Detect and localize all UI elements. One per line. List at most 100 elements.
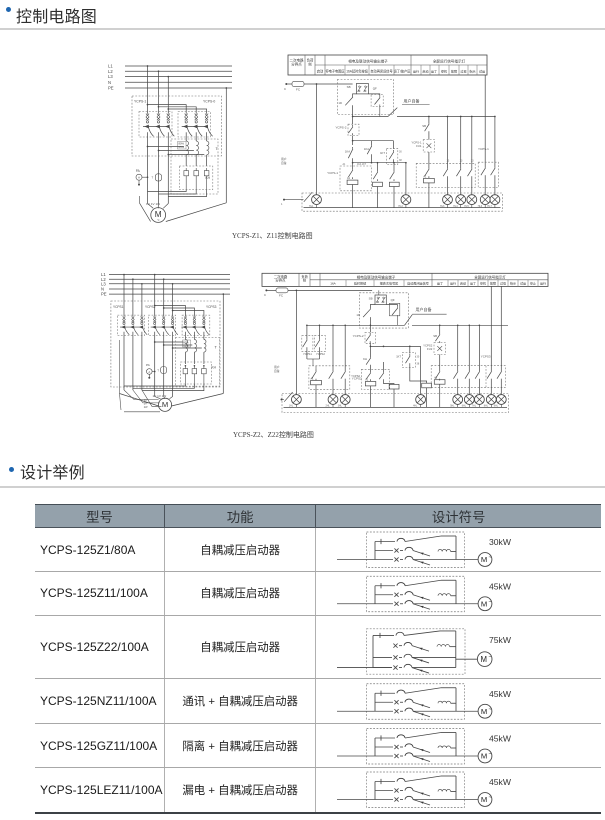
svg-text:1: 1: [281, 202, 283, 206]
svg-text:HL7: HL7: [487, 205, 492, 208]
svg-text:FC: FC: [279, 293, 284, 297]
svg-text:45kW: 45kW: [489, 689, 512, 699]
svg-text:PE: PE: [108, 86, 114, 91]
svg-text:运丁: 运丁: [470, 281, 476, 286]
svg-text:~: ~: [157, 218, 160, 223]
svg-text:A: A: [138, 176, 140, 180]
svg-text:M: M: [481, 707, 487, 716]
svg-text:9HL: 9HL: [494, 406, 499, 408]
svg-text:23: 23: [460, 160, 463, 163]
svg-text:45kW: 45kW: [489, 777, 512, 787]
svg-text:运丁: 运丁: [437, 281, 443, 286]
svg-text:HL2: HL2: [398, 205, 403, 208]
svg-text:延时按钮: 延时按钮: [354, 281, 366, 286]
svg-text:停机: 停机: [441, 68, 448, 73]
svg-text:SB: SB: [433, 334, 437, 338]
svg-text:2HL: 2HL: [326, 406, 331, 408]
svg-text:T: T: [152, 176, 154, 180]
svg-text:1KT: 1KT: [396, 355, 401, 359]
svg-text:试运: 试运: [479, 68, 485, 73]
svg-text:故障: 故障: [451, 68, 457, 73]
svg-text:指示: 指示: [469, 68, 475, 73]
svg-text:停机: 停机: [480, 281, 486, 286]
svg-text:A1: A1: [311, 377, 315, 380]
svg-text:YCPS2: YCPS2: [351, 374, 360, 378]
svg-text:负荷: 负荷: [301, 274, 308, 279]
svg-text:SB: SB: [422, 124, 426, 128]
svg-text:相电及联动信号输出端子: 相电及联动信号输出端子: [348, 59, 388, 64]
svg-text:启动: 启动: [422, 68, 428, 73]
svg-text:A1: A1: [343, 163, 347, 166]
svg-text:75kW: 75kW: [489, 635, 512, 645]
svg-text:6HL: 6HL: [462, 406, 467, 408]
svg-text:HL6: HL6: [478, 205, 483, 208]
svg-text:KH: KH: [363, 357, 367, 361]
svg-text:1U 1V 1W: 1U 1V 1W: [146, 202, 160, 206]
svg-text:HL4: HL4: [453, 205, 458, 208]
svg-text:自动再闭运信号: 自动再闭运信号: [370, 68, 392, 73]
svg-text:故障: 故障: [490, 281, 496, 286]
svg-text:YCPS3: YCPS3: [206, 305, 217, 309]
svg-text:T: T: [157, 368, 159, 372]
svg-text:运丁/故产区: 运丁/故产区: [394, 68, 412, 73]
svg-text:SB: SB: [369, 297, 373, 301]
svg-text:1HL: 1HL: [289, 406, 294, 408]
svg-text:N: N: [108, 80, 111, 85]
svg-text:报表次信号区: 报表次信号区: [380, 281, 399, 286]
svg-text:45kW: 45kW: [489, 733, 512, 743]
svg-text:L1: L1: [101, 272, 106, 277]
svg-text:2V: 2V: [144, 402, 147, 405]
svg-text:全屏运行信号指示灯: 全屏运行信号指示灯: [474, 274, 506, 279]
svg-text:38: 38: [399, 159, 402, 162]
svg-text:YCPS1: YCPS1: [113, 305, 124, 309]
svg-text:二次电路: 二次电路: [274, 274, 288, 279]
svg-text:YCPS-2: YCPS-2: [353, 334, 364, 338]
svg-text:QF: QF: [373, 87, 377, 91]
svg-text:~: ~: [489, 555, 492, 560]
svg-text:FU2: FU2: [427, 347, 433, 351]
svg-text:停电子电围区: 停电子电围区: [325, 68, 345, 73]
svg-text:N: N: [101, 287, 104, 292]
svg-text:YCPS-0: YCPS-0: [203, 100, 215, 104]
svg-text:HL1: HL1: [309, 205, 314, 208]
svg-text:16A: 16A: [330, 282, 336, 286]
svg-text:启动: 启动: [460, 281, 466, 286]
svg-text:~: ~: [489, 795, 492, 800]
svg-text:A1: A1: [347, 177, 351, 180]
svg-text:PE: PE: [101, 292, 107, 297]
svg-text:L2: L2: [108, 69, 113, 74]
svg-text:YCPS-1: YCPS-1: [478, 147, 489, 151]
svg-text:SB: SB: [347, 85, 351, 89]
svg-text:负荷: 负荷: [307, 57, 314, 62]
svg-text:M: M: [481, 751, 487, 760]
svg-text:用户自备: 用户自备: [416, 306, 432, 312]
svg-text:M: M: [481, 795, 487, 804]
svg-text:4HL: 4HL: [413, 406, 418, 408]
svg-text:T: T: [216, 147, 219, 151]
svg-text:YCPS2: YCPS2: [145, 305, 156, 309]
svg-text:M: M: [481, 599, 487, 608]
svg-text:KH: KH: [206, 176, 211, 180]
svg-text:1D: 1D: [356, 313, 360, 317]
svg-text:YCPS2: YCPS2: [352, 377, 362, 381]
svg-text:FU1: FU1: [416, 144, 422, 148]
svg-text:用户自备: 用户自备: [404, 97, 420, 103]
svg-text:L3: L3: [108, 74, 113, 79]
svg-text:过载: 过载: [500, 281, 506, 286]
svg-text:KH: KH: [212, 366, 217, 370]
svg-text:二次电路: 二次电路: [290, 57, 304, 62]
svg-text:13: 13: [447, 160, 450, 163]
svg-text:8HL: 8HL: [484, 406, 489, 408]
svg-text:YCPS-1: YCPS-1: [327, 171, 338, 175]
svg-text:16A延时负按钮: 16A延时负按钮: [346, 68, 368, 73]
svg-text:M: M: [481, 655, 488, 664]
svg-text:30: 30: [417, 356, 420, 359]
svg-text:80%: 80%: [179, 142, 185, 146]
svg-text:1U 1V 1W: 1U 1V 1W: [153, 394, 167, 398]
svg-text:侧: 侧: [308, 61, 312, 66]
svg-text:A: A: [148, 370, 150, 374]
svg-text:QF: QF: [391, 298, 395, 302]
svg-text:M: M: [155, 210, 162, 219]
svg-text:L2: L2: [101, 277, 106, 282]
svg-text:HL3: HL3: [440, 205, 445, 208]
